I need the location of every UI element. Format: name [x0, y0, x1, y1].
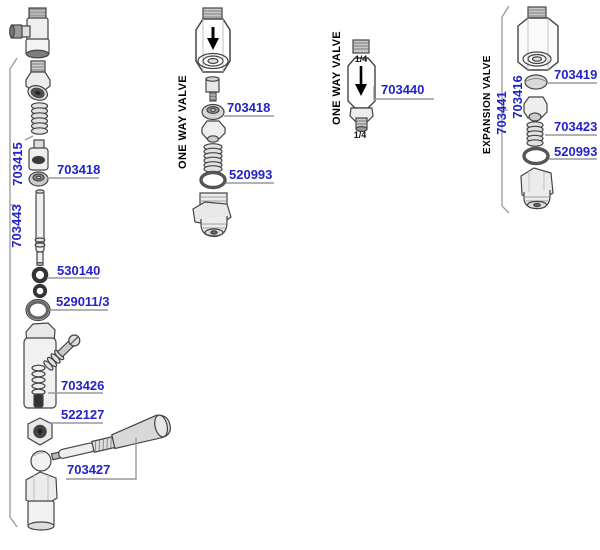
expansion-valve-drawing — [501, 5, 597, 214]
bracket-703443 — [9, 57, 18, 528]
one-way-valve-a-drawing — [192, 7, 274, 238]
part-number-529011-3[interactable]: 529011/3 — [56, 294, 110, 309]
part-number-703426[interactable]: 703426 — [61, 378, 105, 393]
hex-nut-703416-drawing — [523, 96, 548, 122]
part-number-522127[interactable]: 522127 — [61, 407, 105, 422]
threaded-stub-drawing — [30, 60, 46, 73]
part-number-703440[interactable]: 703440 — [381, 82, 425, 97]
leader-lines-left — [47, 177, 137, 480]
valve-body-arrow-drawing — [195, 7, 231, 73]
washer-703418-drawing — [28, 171, 49, 187]
spring-703423-drawing — [526, 121, 544, 147]
down-arrow-icon — [207, 27, 219, 50]
pin-rod-drawing — [34, 189, 46, 267]
part-number-703416[interactable]: 703416 — [510, 75, 525, 119]
plunger-drawing — [205, 76, 220, 102]
valve-body-d-drawing — [517, 6, 559, 71]
bottom-fitting-left-drawing — [25, 471, 58, 531]
bottom-fitting-d-drawing — [520, 167, 554, 210]
handle-703427-drawing — [50, 414, 171, 461]
leader-lines-d — [545, 82, 597, 160]
size-label-quarter-top: 1/4 — [354, 54, 368, 64]
part-number-703415[interactable]: 703415 — [10, 142, 25, 186]
one-way-valve-c-drawing — [347, 39, 434, 132]
part-number-703427[interactable]: 703427 — [67, 462, 111, 477]
leader-703440 — [373, 86, 434, 100]
part-number-520993-d[interactable]: 520993 — [554, 144, 598, 159]
part-number-703419[interactable]: 703419 — [554, 67, 598, 82]
part-number-703418-b[interactable]: 703418 — [227, 100, 271, 115]
part-number-530140[interactable]: 530140 — [57, 263, 101, 278]
spring-b-drawing — [203, 143, 223, 173]
oring-520993-b-drawing — [199, 170, 227, 190]
washer-703418-b-drawing — [201, 103, 225, 121]
part-number-703418[interactable]: 703418 — [57, 162, 101, 177]
expansion-valve-title: EXPANSION VALVE — [482, 55, 493, 154]
bracket-703441 — [501, 5, 510, 214]
ball-drawing — [30, 450, 52, 472]
hex-valve-drawing — [25, 71, 51, 101]
hex-piece-drawing — [201, 120, 226, 143]
oring-small-drawing — [32, 283, 48, 299]
stub-c-top — [352, 39, 370, 54]
part-number-703443[interactable]: 703443 — [9, 204, 24, 248]
valve-body-703426-drawing — [23, 322, 81, 409]
part-number-703441[interactable]: 703441 — [494, 91, 509, 135]
valve-703415-drawing — [24, 135, 49, 171]
tee-fitting-drawing — [9, 7, 50, 59]
cap-703419-drawing — [524, 74, 548, 90]
leader-lines-b — [224, 115, 274, 184]
down-arrow-icon — [355, 66, 367, 96]
size-label-quarter-bottom: 1/4 — [353, 130, 367, 140]
oring-520993-d-drawing — [522, 146, 550, 166]
part-number-703423[interactable]: 703423 — [554, 119, 598, 134]
one-way-valve-title-2: ONE WAY VALVE — [331, 30, 343, 125]
hex-nut-522127-drawing — [27, 417, 53, 446]
oring-530140-drawing — [31, 266, 49, 284]
part-number-520993-b[interactable]: 520993 — [229, 167, 273, 182]
left-assembly-drawing — [9, 7, 171, 531]
oring-529011-drawing — [25, 298, 51, 322]
bottom-fitting-b-drawing — [192, 192, 232, 238]
one-way-valve-title: ONE WAY VALVE — [177, 74, 189, 169]
spring-drawing — [30, 102, 49, 135]
